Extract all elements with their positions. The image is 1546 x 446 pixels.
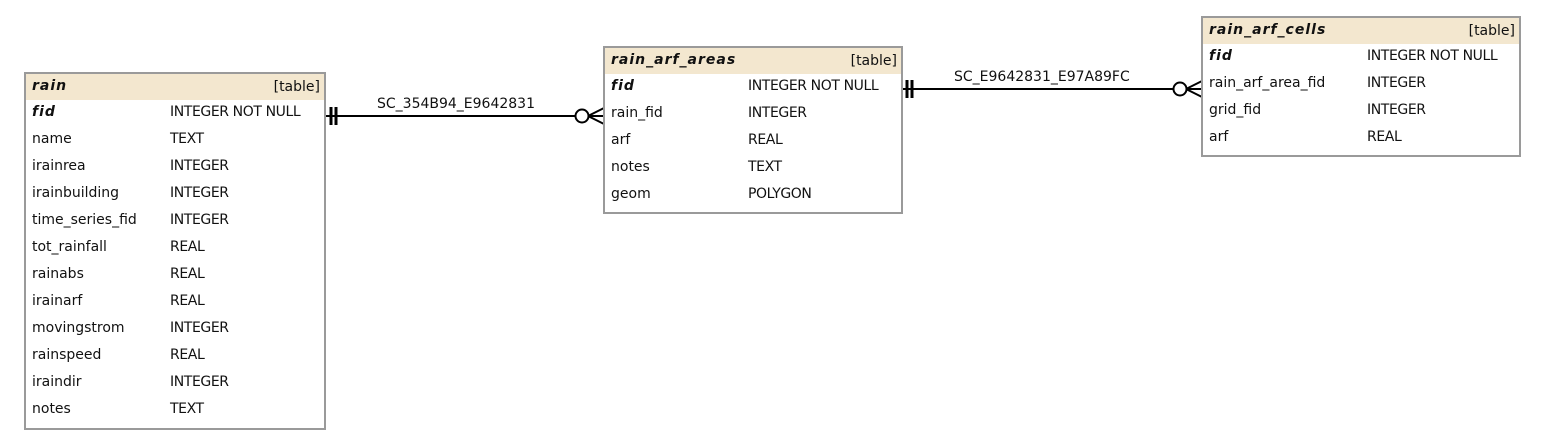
table-column-row[interactable]: irainarf REAL xyxy=(26,289,324,316)
column-type: INTEGER NOT NULL xyxy=(170,104,301,120)
table-column-row[interactable]: rain_arf_area_fid INTEGER xyxy=(1203,71,1519,98)
table-header: rain_arf_areas [table] xyxy=(605,48,901,74)
table-kind: [table] xyxy=(273,79,320,95)
column-name: grid_fid xyxy=(1209,102,1262,118)
column-name: irainrea xyxy=(32,158,86,174)
table-name: rain_arf_cells xyxy=(1209,22,1327,38)
column-type: INTEGER xyxy=(748,105,807,121)
column-name: rain_arf_area_fid xyxy=(1209,75,1326,91)
table-column-row[interactable]: arf REAL xyxy=(605,128,901,155)
table-column-row[interactable]: tot_rainfall REAL xyxy=(26,235,324,262)
table-header: rain_arf_cells [table] xyxy=(1203,18,1519,44)
column-type: INTEGER xyxy=(170,212,229,228)
column-type: REAL xyxy=(170,266,205,282)
column-type: INTEGER xyxy=(170,158,229,174)
column-name: irainbuilding xyxy=(32,185,120,201)
column-type: INTEGER NOT NULL xyxy=(1367,48,1498,64)
relationship-label: SC_354B94_E9642831 xyxy=(377,96,535,112)
column-list: fid INTEGER NOT NULL rain_fid INTEGER arf REA… xyxy=(605,74,901,209)
column-type: REAL xyxy=(170,239,205,255)
column-type: INTEGER xyxy=(170,320,229,336)
column-type: INTEGER xyxy=(1367,102,1426,118)
column-type: INTEGER NOT NULL xyxy=(748,78,879,94)
column-name: arf xyxy=(1209,129,1229,145)
table-column-row[interactable]: grid_fid INTEGER xyxy=(1203,98,1519,125)
table-column-row[interactable]: arf REAL xyxy=(1203,125,1519,152)
relationship-label: SC_E9642831_E97A89FC xyxy=(954,69,1130,85)
column-name: irainarf xyxy=(32,293,83,309)
relationship-rain-arf-areas-to-rain-arf-cells[interactable]: SC_E9642831_E97A89FC xyxy=(901,69,1203,98)
table-column-row[interactable]: movingstrom INTEGER xyxy=(26,316,324,343)
table-column-row[interactable]: rainspeed REAL xyxy=(26,343,324,370)
table-name: rain_arf_areas xyxy=(611,52,737,68)
column-type: INTEGER xyxy=(1367,75,1426,91)
table-column-row[interactable]: notes TEXT xyxy=(605,155,901,182)
column-name: rain_fid xyxy=(611,105,663,121)
table-column-row[interactable]: fid INTEGER NOT NULL xyxy=(26,100,324,127)
column-type: REAL xyxy=(1367,129,1402,145)
table-name: rain xyxy=(32,78,68,94)
column-name: tot_rainfall xyxy=(32,239,107,255)
relationship-rain-to-rain-arf-areas[interactable]: SC_354B94_E9642831 xyxy=(325,96,605,125)
table-column-row[interactable]: rainabs REAL xyxy=(26,262,324,289)
table-kind: [table] xyxy=(1468,23,1515,39)
column-name: name xyxy=(32,131,72,147)
table-rain-arf-cells[interactable]: rain_arf_cells [table] fid INTEGER NOT NU… xyxy=(1201,16,1521,157)
primary-key-column-name: fid xyxy=(32,104,56,120)
column-type: TEXT xyxy=(748,159,782,175)
table-column-row[interactable]: fid INTEGER NOT NULL xyxy=(1203,44,1519,71)
table-column-row[interactable]: time_series_fid INTEGER xyxy=(26,208,324,235)
table-rain-arf-areas[interactable]: rain_arf_areas [table] fid INTEGER NOT NU… xyxy=(603,46,903,214)
column-name: iraindir xyxy=(32,374,82,390)
column-name: notes xyxy=(611,159,650,175)
table-column-row[interactable]: fid INTEGER NOT NULL xyxy=(605,74,901,101)
column-type: TEXT xyxy=(170,131,204,147)
table-column-row[interactable]: rain_fid INTEGER xyxy=(605,101,901,128)
column-type: REAL xyxy=(170,347,205,363)
primary-key-column-name: fid xyxy=(611,78,635,94)
column-type: TEXT xyxy=(170,401,204,417)
table-column-row[interactable]: iraindir INTEGER xyxy=(26,370,324,397)
table-column-row[interactable]: geom POLYGON xyxy=(605,182,901,209)
table-column-row[interactable]: name TEXT xyxy=(26,127,324,154)
column-name: arf xyxy=(611,132,631,148)
column-type: POLYGON xyxy=(748,186,812,202)
column-name: time_series_fid xyxy=(32,212,137,228)
table-column-row[interactable]: irainbuilding INTEGER xyxy=(26,181,324,208)
column-name: rainabs xyxy=(32,266,84,282)
table-column-row[interactable]: notes TEXT xyxy=(26,397,324,424)
column-name: notes xyxy=(32,401,71,417)
table-header: rain [table] xyxy=(26,74,324,100)
table-column-row[interactable]: irainrea INTEGER xyxy=(26,154,324,181)
primary-key-column-name: fid xyxy=(1209,48,1233,64)
column-type: INTEGER xyxy=(170,374,229,390)
column-type: INTEGER xyxy=(170,185,229,201)
column-name: geom xyxy=(611,186,651,202)
table-kind: [table] xyxy=(850,53,897,69)
column-type: REAL xyxy=(748,132,783,148)
column-name: rainspeed xyxy=(32,347,102,363)
column-type: REAL xyxy=(170,293,205,309)
column-name: movingstrom xyxy=(32,320,125,336)
